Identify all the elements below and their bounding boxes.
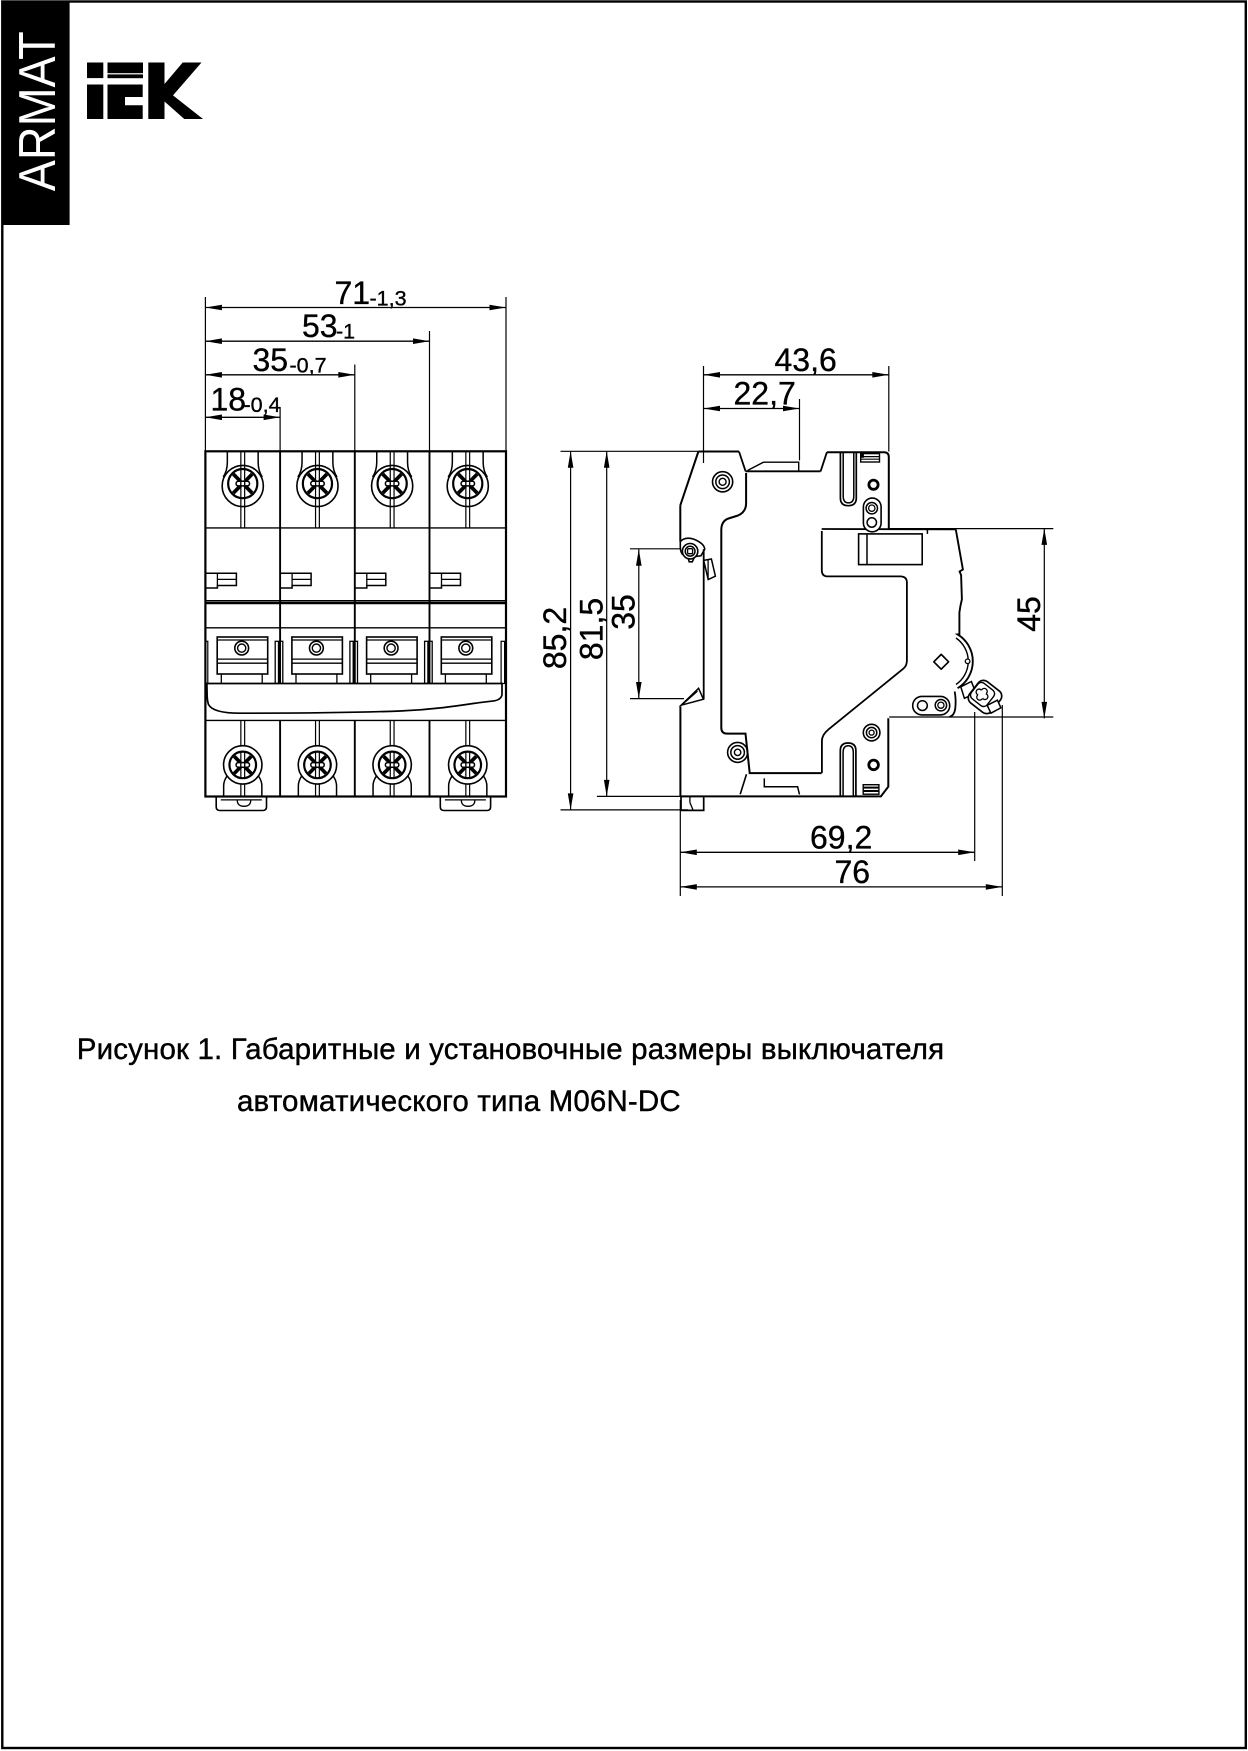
svg-text:35: 35 xyxy=(253,342,289,378)
svg-text:85,2: 85,2 xyxy=(537,607,573,669)
svg-text:76: 76 xyxy=(835,854,871,890)
svg-text:22,7: 22,7 xyxy=(734,376,796,412)
svg-text:53: 53 xyxy=(302,308,338,344)
svg-text:43,6: 43,6 xyxy=(775,342,837,378)
svg-text:18: 18 xyxy=(211,382,247,418)
svg-text:автоматического типа M06N-DC: автоматического типа M06N-DC xyxy=(237,1085,681,1118)
svg-text:69,2: 69,2 xyxy=(810,820,872,856)
svg-text:81,5: 81,5 xyxy=(573,598,609,660)
svg-text:71: 71 xyxy=(335,275,371,311)
svg-text:-0,4: -0,4 xyxy=(244,393,281,417)
svg-text:-1: -1 xyxy=(336,320,355,344)
svg-text:Рисунок 1. Габаритные и устано: Рисунок 1. Габаритные и установочные раз… xyxy=(77,1033,944,1066)
svg-text:-1,3: -1,3 xyxy=(370,287,407,311)
svg-text:ARMAT: ARMAT xyxy=(9,31,67,191)
svg-text:45: 45 xyxy=(1011,596,1047,632)
svg-text:-0,7: -0,7 xyxy=(290,354,327,378)
svg-text:35: 35 xyxy=(606,594,642,630)
